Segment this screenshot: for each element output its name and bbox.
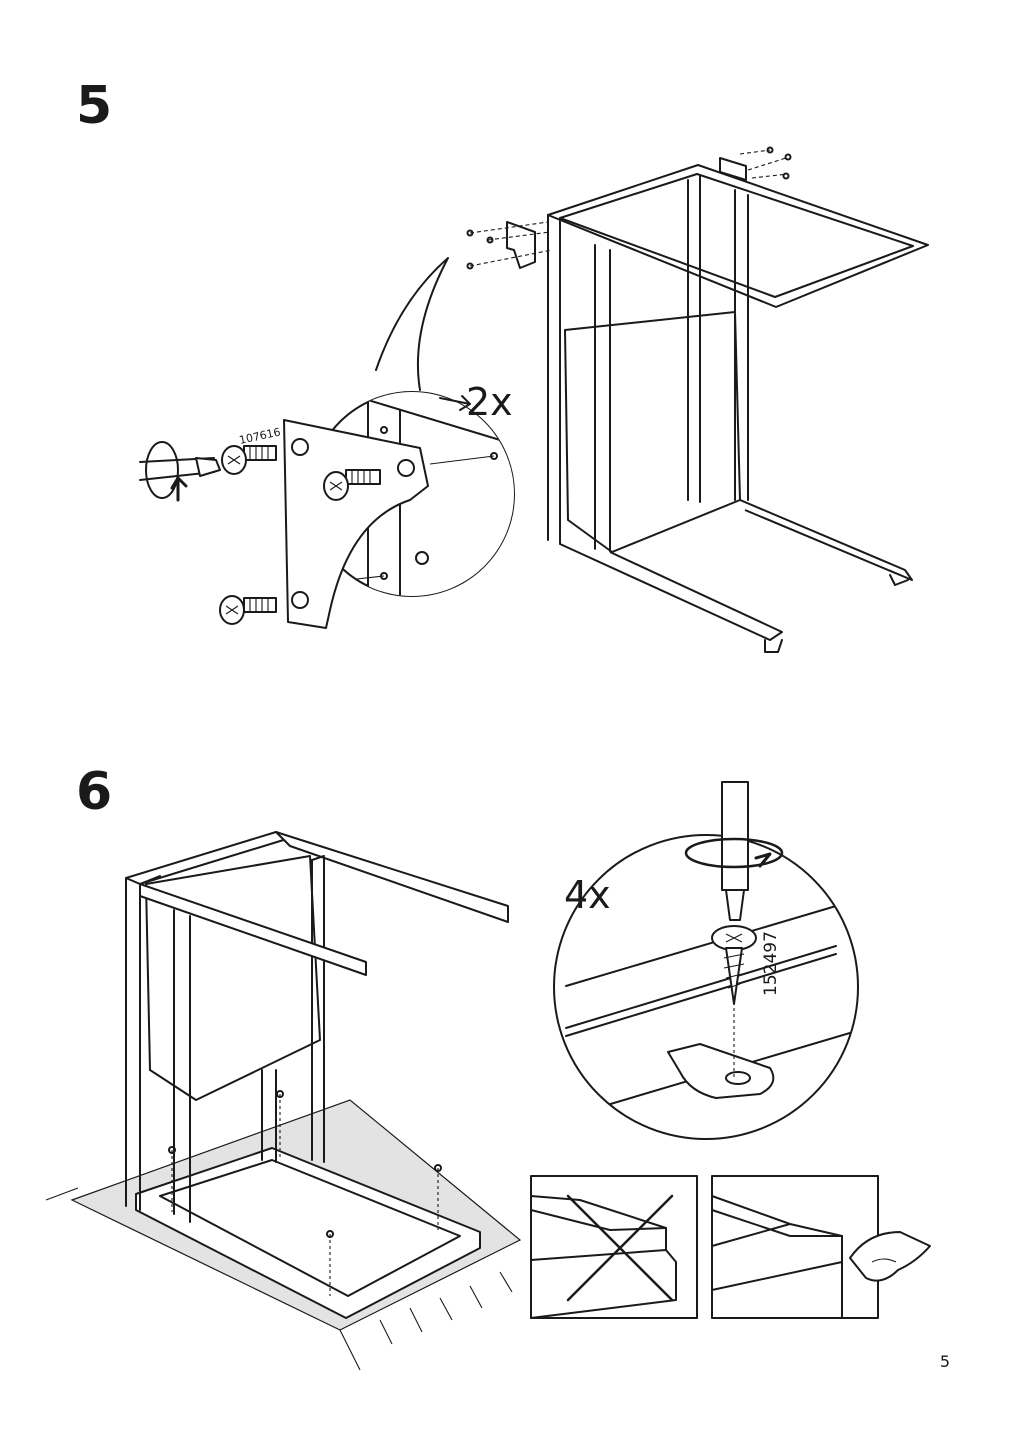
step6-frame-drawing [45, 831, 522, 1371]
incorrect-alignment-panel [530, 1175, 698, 1319]
step-6-number: 6 [76, 762, 113, 822]
step5-frame-drawing [466, 146, 929, 653]
step5-part-number: 107616 [238, 425, 282, 446]
step6-part-number: 152497 [761, 931, 781, 996]
step-5-number: 5 [76, 76, 113, 136]
step5-quantity-label: 2x [466, 380, 513, 424]
step6-quantity-label: 4x [564, 873, 611, 917]
correct-alignment-panel [711, 1175, 931, 1319]
page-number: 5 [939, 1352, 950, 1371]
step5-detail-callout [139, 257, 515, 629]
step6-detail-callout [553, 781, 859, 1140]
